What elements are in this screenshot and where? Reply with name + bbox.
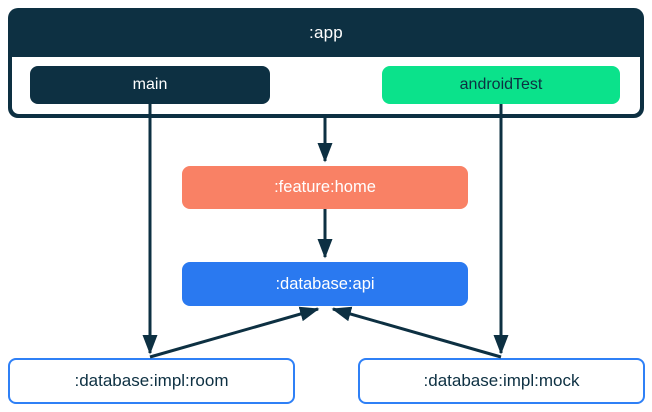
node-feature-home: :feature:home [182,166,468,209]
node-main-label: main [132,76,168,93]
node-app: :app main androidTest [8,8,644,118]
node-androidtest-source-set: androidTest [382,66,620,104]
node-database-impl-mock: :database:impl:mock [358,358,645,404]
edge-mock-to-database-api [331,306,502,359]
node-main-source-set: main [30,66,270,104]
node-database-impl-room: :database:impl:room [8,358,295,404]
node-androidtest-label: androidTest [459,76,543,93]
node-database-api: :database:api [182,262,468,306]
node-app-label: :app [309,22,343,42]
node-app-body: main androidTest [12,57,640,114]
edge-room-to-database-api [149,306,320,359]
node-app-header: :app [8,8,644,57]
